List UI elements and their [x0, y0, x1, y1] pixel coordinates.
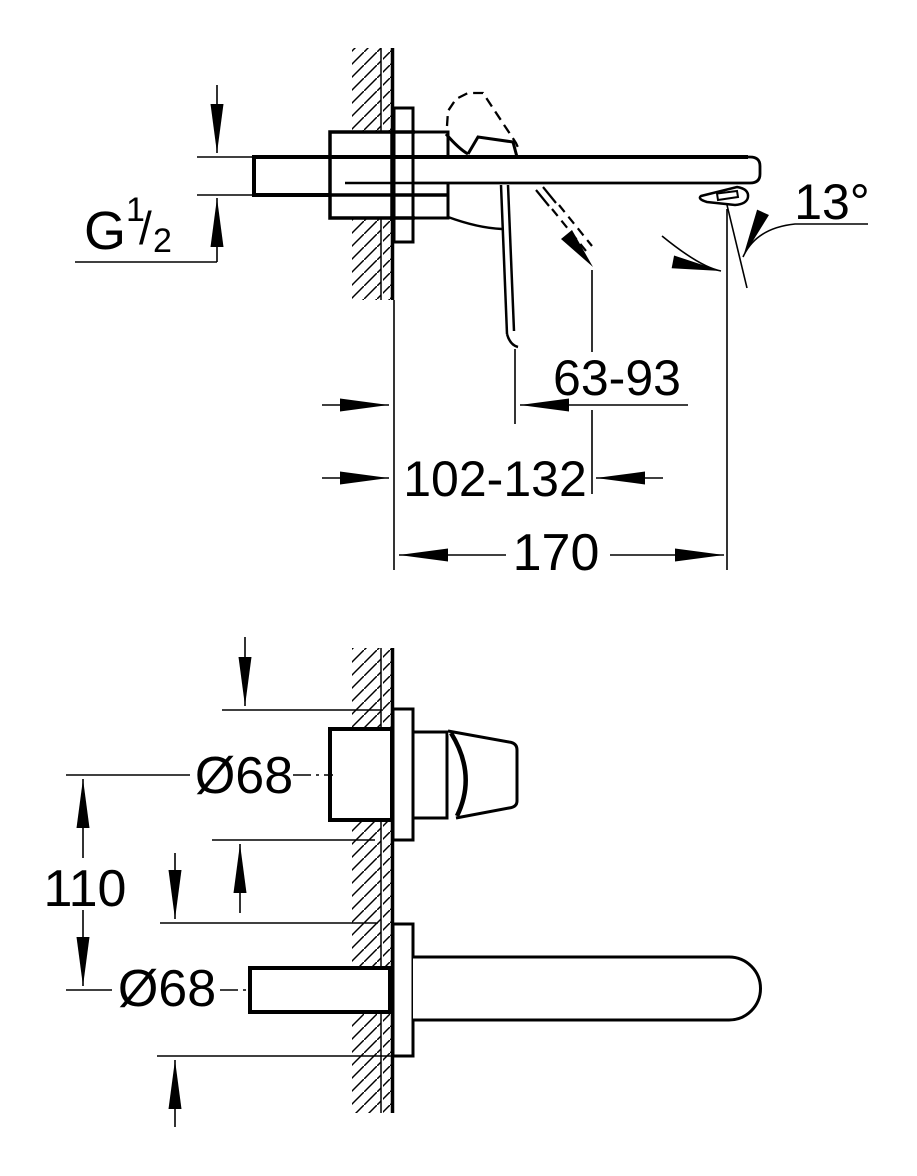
lever-motion-ticks — [535, 186, 557, 207]
dim-label-thread-numerator: 1 — [126, 191, 145, 229]
supply-pipe-spout — [248, 966, 392, 1014]
wall-plaster-ticks — [383, 1012, 393, 1113]
wall-hatch — [352, 820, 381, 968]
handle-dome-arc — [449, 731, 468, 817]
handle-escutcheon — [391, 707, 415, 842]
spout — [413, 155, 762, 185]
lever-blade-tip — [505, 333, 519, 349]
lever-wedge — [466, 135, 519, 158]
dim-label-thread-size: G — [84, 201, 126, 261]
lever-hub-contour — [447, 215, 503, 231]
dim-label-mounting-reach: 102-132 — [403, 451, 587, 507]
extension-line-pipe — [197, 156, 252, 196]
wall-hatch — [352, 1012, 381, 1113]
dim-label-spout-escutcheon-diameter: Ø68 — [118, 960, 216, 1018]
wall-hatch — [352, 648, 381, 729]
spout-escutcheon — [391, 922, 415, 1058]
lever-handle — [444, 91, 593, 349]
top-view-spout-profile: G 1 / 2 63-93 102-132 170 13° — [75, 48, 870, 582]
aerator-slot — [715, 189, 740, 202]
wall-plaster-ticks — [383, 648, 393, 729]
angle-reference-line — [726, 204, 748, 289]
lever-dashed-lowered-position — [551, 204, 593, 252]
spout-front — [413, 955, 762, 1022]
escutcheon-plate — [392, 106, 415, 244]
movement-arrow — [561, 230, 593, 267]
dimensions-top-view: G 1 / 2 63-93 102-132 170 13° — [75, 85, 870, 582]
wall-section-top — [352, 48, 395, 300]
dim-label-spout-projection: 170 — [513, 524, 600, 582]
lever-boss-curve — [444, 133, 469, 156]
dim-label-thread-denominator: 2 — [153, 222, 172, 260]
lever-dashed-raised-position — [445, 91, 522, 153]
mixer-body-top — [252, 106, 762, 244]
wall-plaster-ticks — [383, 218, 393, 300]
dim-label-handle-escutcheon-diameter: Ø68 — [195, 747, 293, 805]
lever-blade-right — [506, 184, 516, 332]
dim-label-lever-reach: 63-93 — [553, 350, 681, 406]
dim-label-spout-angle: 13° — [794, 174, 870, 230]
concealed-body-handle — [328, 727, 394, 822]
wall-hatch — [352, 48, 381, 132]
dimensions-bottom-view: 110 Ø68 Ø68 — [44, 637, 400, 1127]
handle-assembly — [328, 707, 519, 842]
wall-section-bottom — [352, 648, 395, 1113]
dim-label-vertical-center-distance: 110 — [44, 860, 127, 918]
bottom-view-elevation: 110 Ø68 Ø68 — [44, 637, 762, 1127]
spout-assembly — [248, 922, 762, 1058]
handle-base-ring — [411, 730, 449, 820]
angle-leader-line — [742, 209, 868, 258]
wall-plaster-ticks — [383, 820, 393, 968]
concealed-body — [328, 130, 394, 220]
wall-plaster-ticks — [383, 48, 393, 132]
angle-arc-left — [661, 235, 722, 272]
wall-hatch — [352, 218, 381, 300]
dim-label-thread-slash: / — [139, 202, 152, 254]
lever-blade-left — [499, 184, 509, 335]
body-edge-bridge — [390, 130, 415, 220]
